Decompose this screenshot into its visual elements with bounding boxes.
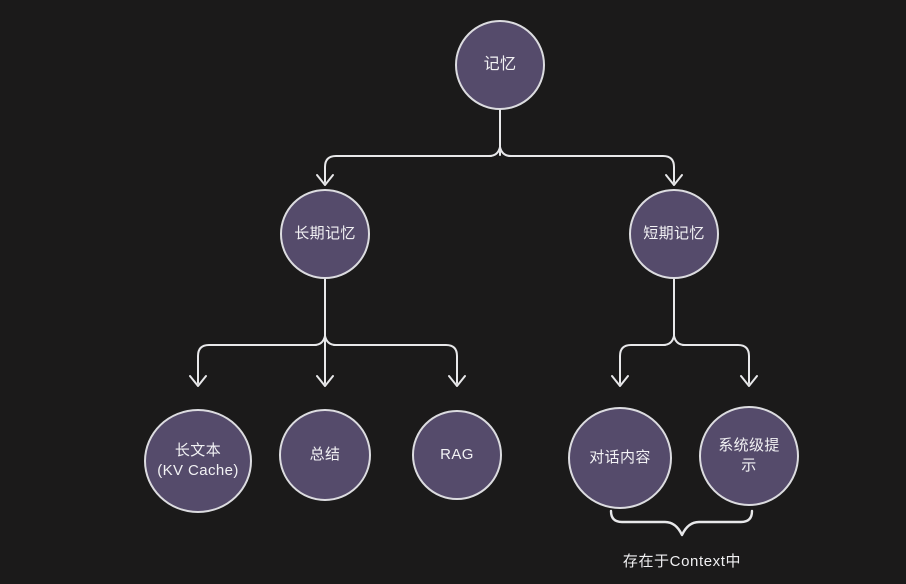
edge-long-term-splitter xyxy=(313,335,337,346)
arrowhead-summary xyxy=(316,375,334,387)
node-dialogue-content[interactable]: 对话内容 xyxy=(568,407,672,509)
node-dialogue-content-label: 对话内容 xyxy=(589,449,651,467)
node-root[interactable]: 记忆 xyxy=(455,20,545,110)
edge-short-term-to-dialogue xyxy=(619,344,666,384)
node-long-term-memory[interactable]: 长期记忆 xyxy=(280,189,370,279)
edge-long-term-to-rag xyxy=(333,344,458,384)
edge-root-splitter xyxy=(488,146,512,157)
node-rag-label: RAG xyxy=(440,446,474,464)
arrowhead-dialogue xyxy=(611,375,629,387)
arrowhead-rag xyxy=(448,375,466,387)
node-summary-label: 总结 xyxy=(309,446,341,464)
node-long-term-memory-label: 长期记忆 xyxy=(294,225,356,243)
node-system-prompt[interactable]: 系统级提 示 xyxy=(699,406,799,506)
edge-long-term-to-long-text xyxy=(197,344,317,384)
arrowhead-system-prompt xyxy=(740,375,758,387)
node-short-term-memory-label: 短期记忆 xyxy=(643,225,705,243)
edge-root-to-short-term xyxy=(508,155,675,183)
node-rag[interactable]: RAG xyxy=(412,410,502,500)
context-brace-caption: 存在于Context中 xyxy=(622,553,742,570)
node-summary[interactable]: 总结 xyxy=(279,409,371,501)
context-brace-path xyxy=(609,509,754,537)
edge-group-short-term xyxy=(611,278,758,387)
edge-short-term-splitter xyxy=(662,335,686,346)
node-short-term-memory[interactable]: 短期记忆 xyxy=(629,189,719,279)
node-system-prompt-label: 系统级提 示 xyxy=(718,437,780,474)
edge-group-long-term xyxy=(189,278,466,387)
edge-group-root xyxy=(316,109,683,186)
arrowhead-long-term xyxy=(316,174,334,186)
node-root-label: 记忆 xyxy=(483,56,517,74)
context-brace xyxy=(609,509,754,537)
edge-short-term-to-system-prompt xyxy=(682,344,750,384)
edge-root-to-long-term xyxy=(324,155,492,183)
arrowhead-long-text xyxy=(189,375,207,387)
node-long-text-kv-cache-label: 长文本 (KV Cache) xyxy=(157,442,239,479)
arrowhead-short-term xyxy=(665,174,683,186)
node-long-text-kv-cache[interactable]: 长文本 (KV Cache) xyxy=(144,409,252,513)
